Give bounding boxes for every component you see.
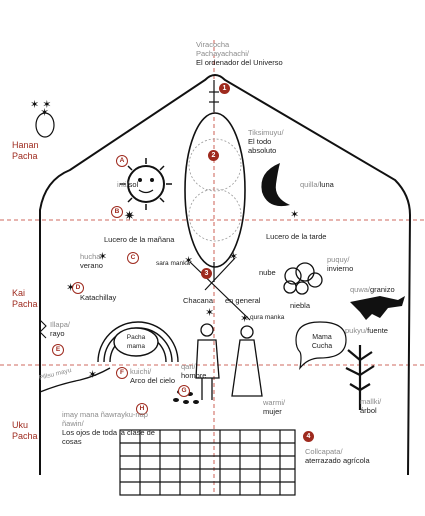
illapa-label: Illapa/ rayo <box>50 320 71 338</box>
tiksimuyu-label: Tiksimuyu/ El todo absoluto <box>248 128 284 155</box>
viracocha-stars-icon <box>209 80 219 112</box>
puquy-label: puquy/ invierno <box>327 255 354 273</box>
lightning-icon <box>39 319 47 339</box>
viracocha-gray: Viracocha Pachayachachi/ <box>196 40 249 58</box>
mallki-label: mallki/ árbol <box>360 397 382 415</box>
en-general-label: en general <box>225 296 261 305</box>
temple-outline <box>39 74 412 476</box>
zone-hanan-pacha: Hanan Pacha <box>12 140 39 161</box>
tree-icon <box>345 345 375 410</box>
inner-circle-2 <box>188 188 242 242</box>
evening-star-label: Lucero de la tarde <box>266 232 327 241</box>
marker-2: 2 <box>208 150 219 161</box>
zone-uku-pacha: Uku Pacha <box>12 420 38 441</box>
marker-F: F <box>116 367 128 379</box>
moon-icon <box>261 163 290 207</box>
star-icon: ✶ <box>88 369 98 381</box>
star-icon: ✶ <box>40 107 50 119</box>
warmi-label: warmi/ mujer <box>263 398 286 416</box>
katachillay-label: Katachillay <box>80 293 117 302</box>
mama-cucha-bubble <box>295 321 347 371</box>
hucha-label: hucha/ verano <box>80 252 103 270</box>
man-figure-icon <box>195 323 220 400</box>
chacana-label: Chacana <box>183 296 214 305</box>
marker-1: 1 <box>219 83 230 94</box>
marker-D: D <box>72 282 84 294</box>
star-icon: ✶ ✶ <box>30 99 52 111</box>
marker-A: A <box>116 155 128 167</box>
quwa-label: quwa/granizo <box>350 285 395 294</box>
inti-label: inti/sol <box>117 180 139 189</box>
qura-manka-label: qura manka <box>250 314 285 321</box>
star-icon: ✶ <box>229 251 239 263</box>
chacana-cross-icon <box>189 257 251 321</box>
marker-B: B <box>111 206 123 218</box>
sara-manka-label: sara manka <box>156 260 190 267</box>
marker-E: E <box>52 344 64 356</box>
pacha-mama-label: Pacha mama <box>126 334 146 350</box>
zone-kai-pacha: Kai Pacha <box>12 288 38 309</box>
pachamama-oval <box>113 327 159 357</box>
marker-H: H <box>136 403 148 415</box>
cloud-icon <box>283 262 323 295</box>
tiksimuyu-oval <box>184 112 246 268</box>
river-icon <box>39 367 111 393</box>
hail-animal-icon <box>350 296 405 320</box>
collcapata-label: Collcapata/ aterrazado agrícola <box>305 447 370 465</box>
star-icon: ✶ <box>98 251 108 263</box>
qari-label: qari/ hombre <box>181 362 207 380</box>
morning-star-icon: ✷ <box>124 208 135 223</box>
imay-label: imay mana ñawrayku-nap ñawin/ Los ojos d… <box>62 410 155 446</box>
star-icon: ✶ <box>184 255 194 267</box>
star-icon: ✶ <box>240 313 250 325</box>
hanan-egg-icon <box>35 112 55 138</box>
kuichi-label: kuichi/ Arco del cielo <box>130 367 176 385</box>
inner-circle-1 <box>188 138 242 192</box>
nube-label: nube <box>259 268 276 277</box>
marker-C: C <box>127 252 139 264</box>
pukyu-label: pukyu/fuente <box>345 326 388 335</box>
quilla-label: quilla/luna <box>300 180 334 189</box>
marker-G: G <box>178 385 190 397</box>
star-icon: ✶ <box>66 282 76 294</box>
collcapata-grid <box>119 429 296 496</box>
marker-3: 3 <box>201 268 212 279</box>
sun-icon <box>120 158 172 210</box>
evening-star-icon: ✶ <box>290 209 300 221</box>
woman-figure-icon <box>231 325 263 397</box>
marker-4: 4 <box>303 431 314 442</box>
star-icon: ✶ <box>205 307 215 319</box>
mama-cucha-label: Mama Cucha <box>311 334 333 350</box>
morning-star-label: Lucero de la mañana <box>104 235 175 244</box>
viracocha-black: El ordenador del Universo <box>196 58 283 67</box>
niebla-label: niebla <box>290 301 311 310</box>
